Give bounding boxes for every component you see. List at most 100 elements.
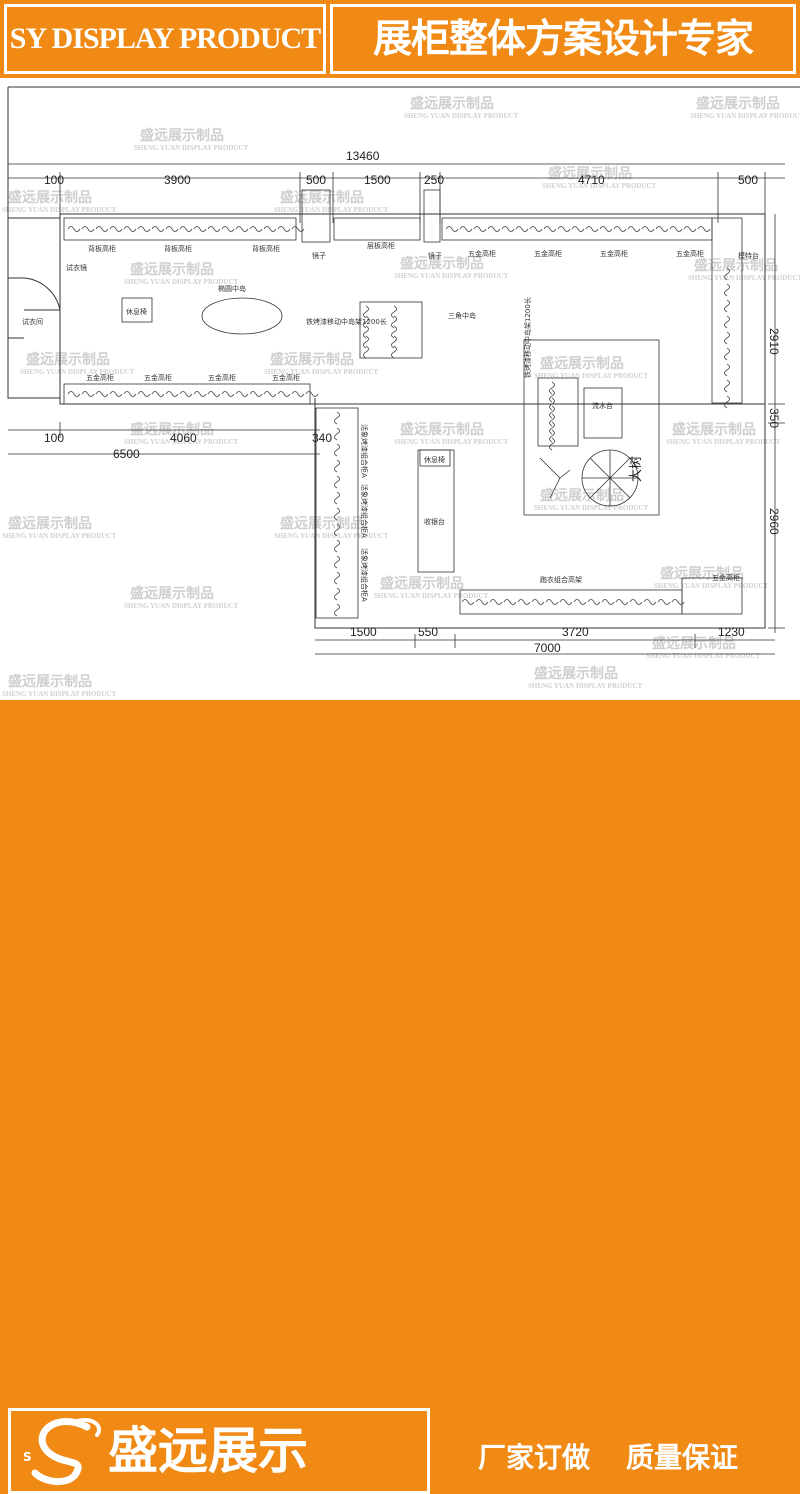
hanger-mark — [531, 599, 545, 605]
hanger-mark — [529, 226, 543, 232]
hanger-mark — [109, 226, 123, 232]
dimension-bottom — [315, 634, 775, 655]
watermark-text-en: SHENG YUAN DISPLAY PRODUCT — [2, 690, 116, 698]
hanger-mark — [165, 226, 179, 232]
hanger-mark — [363, 305, 369, 319]
hanger-mark — [363, 335, 369, 349]
hanger-mark — [235, 226, 249, 232]
dim-mid-2: 4060 — [170, 431, 197, 445]
watermark-text-cn: 盛远展示制品 — [280, 189, 364, 206]
label-model-stand: 模特台 — [738, 251, 759, 260]
dim-top-6: 4710 — [578, 173, 605, 187]
watermark-text-en: SHENG YUAN DISPLAY PRODUCT — [528, 682, 642, 690]
label-combo-left-1: 活象烤漆组合柜A — [360, 424, 369, 478]
hanger-mark — [123, 226, 137, 232]
watermark-text-en: SHENG YUAN DISPLAY PRODUCT — [666, 438, 780, 446]
label-oval-island: 椭圆中岛 — [218, 284, 246, 293]
top-banner: SY DISPLAY PRODUCT 展柜整体方案设计专家 — [0, 0, 800, 78]
hanger-mark — [235, 391, 249, 397]
dim-top-7: 500 — [738, 173, 758, 187]
hanger-mark — [363, 345, 369, 359]
hanger-mark — [549, 381, 555, 395]
banner-slogan-cn: 展柜整体方案设计专家 — [330, 4, 796, 74]
watermark-text-en: SHENG YUAN DISPLAY PRODUCT — [274, 532, 388, 540]
watermark-text-en: SHENG YUAN DISPLAY PRODUCT — [394, 438, 508, 446]
hanger-mark — [724, 267, 730, 281]
label-hw-high-8: 五金高柜 — [272, 373, 300, 382]
hanger-mark — [573, 599, 587, 605]
logo-letter: S — [23, 1450, 32, 1464]
dim-mid-3: 340 — [312, 431, 332, 445]
dim-right-1: 2910 — [767, 328, 781, 355]
label-water-stand: 流水台 — [592, 401, 613, 410]
hanger-mark — [221, 391, 235, 397]
label-iron-island-1: 铁烤漆移动中岛架1200长 — [306, 317, 387, 326]
hanger-mark — [263, 226, 277, 232]
hanger-mark — [549, 421, 555, 435]
hanger-mark — [334, 587, 340, 601]
label-big-tree: 大树 — [629, 456, 644, 482]
watermark-text-cn: 盛远展示制品 — [26, 351, 110, 368]
label-mirror-2: 镜子 — [428, 251, 442, 260]
watermark-text-en: SHENG YUAN DISPLAY PRODUCT — [124, 438, 238, 446]
label-back-shelf-3: 背板高柜 — [252, 244, 280, 253]
hanger-mark — [557, 226, 571, 232]
hanger-mark — [291, 226, 305, 232]
hanger-mark — [501, 226, 515, 232]
hanger-mark — [549, 437, 555, 451]
hanger-mark — [207, 226, 221, 232]
dim-right-3: 2960 — [767, 508, 781, 535]
label-hw-high-1: 五金高柜 — [468, 249, 496, 258]
hanger-mark — [391, 305, 397, 319]
watermark-text-cn: 盛远展示制品 — [270, 351, 354, 368]
hanger-mark — [179, 226, 193, 232]
hanger-mark — [391, 345, 397, 359]
label-hw-high-3: 五金高柜 — [600, 249, 628, 258]
hanger-mark — [249, 226, 263, 232]
hanger-mark — [334, 507, 340, 521]
dim-total-top: 13460 — [346, 149, 380, 163]
hanger-mark — [601, 599, 615, 605]
hanger-mark — [461, 599, 475, 605]
label-layer-cabinet: 层板高柜 — [367, 241, 395, 250]
hanger-mark — [641, 226, 655, 232]
hanger-mark — [671, 599, 685, 605]
hanger-mark — [724, 315, 730, 329]
hanger-mark — [487, 226, 501, 232]
label-hw-high-2: 五金高柜 — [534, 249, 562, 258]
slogan-custom-made: 厂家订做 — [478, 1441, 591, 1474]
label-tri-island: 三角中岛 — [448, 311, 476, 320]
label-back-shelf-1: 背板高柜 — [88, 244, 116, 253]
hanger-mark — [549, 413, 555, 427]
label-combo-left-3: 活象烤漆组合柜A — [360, 548, 369, 602]
label-hw-high-7: 五金高柜 — [208, 373, 236, 382]
hanger-mark — [549, 397, 555, 411]
hanger-mark — [657, 599, 671, 605]
hanger-mark — [277, 226, 291, 232]
hanger-mark — [277, 391, 291, 397]
hanger-mark — [724, 395, 730, 409]
dim-bottom-5: 7000 — [534, 641, 561, 655]
swan-logo-icon: S — [23, 1418, 101, 1485]
hanger-mark — [123, 391, 137, 397]
hanger-mark — [249, 391, 263, 397]
dim-right-2: 350 — [767, 408, 781, 428]
watermark-text-en: SHENG YUAN DISPLAY PRODUCT — [124, 278, 238, 286]
hanger-mark — [391, 335, 397, 349]
watermark-text-cn: 盛远展示制品 — [8, 189, 92, 206]
hanger-mark — [193, 391, 207, 397]
hanger-marks — [67, 226, 730, 617]
hanger-mark — [151, 226, 165, 232]
watermark-text-cn: 盛远展示制品 — [8, 515, 92, 532]
hanger-mark — [697, 226, 711, 232]
watermark-text-cn: 盛远展示制品 — [696, 95, 780, 112]
hanger-mark — [207, 391, 221, 397]
watermark-text-en: SHENG YUAN DISPLAY PRODUCT — [20, 368, 134, 376]
slogan-quality: 质量保证 — [626, 1441, 739, 1474]
dim-top-1: 100 — [44, 173, 64, 187]
dim-mid-1: 100 — [44, 431, 64, 445]
label-combo-left-2: 活象烤漆组合柜A — [360, 484, 369, 538]
label-iron-island-2: 铁烤漆移动中岛架1200长 — [523, 297, 532, 378]
